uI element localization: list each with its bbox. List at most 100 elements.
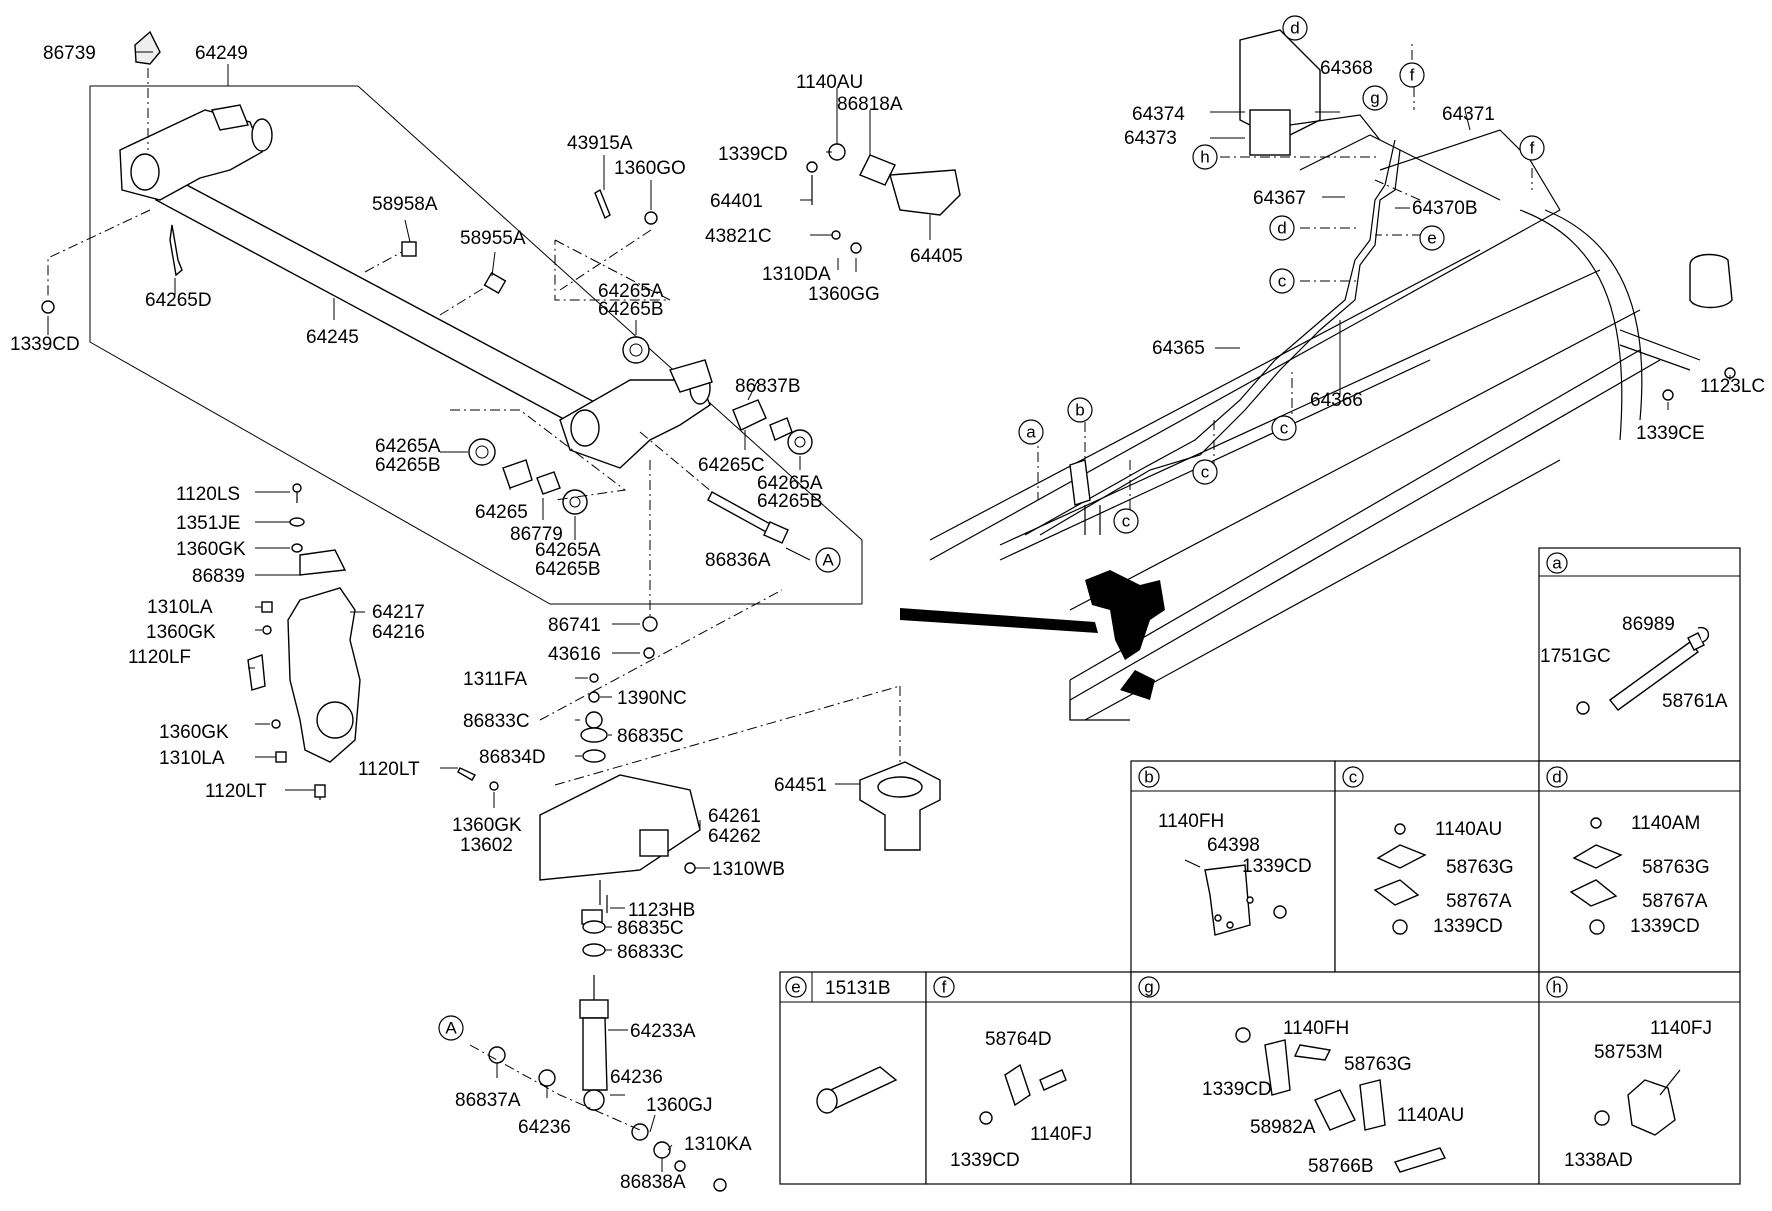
callout-1310WB: 1310WB [712, 859, 785, 880]
callout-86837B: 86837B [735, 376, 801, 397]
svg-text:e: e [1427, 229, 1436, 248]
leader-lines [47, 51, 1731, 1172]
callout-64370B: 64370B [1412, 198, 1478, 219]
svg-text:c: c [1201, 463, 1210, 482]
panel-g-label-58982A: 58982A [1250, 1117, 1316, 1138]
callout-1390NC: 1390NC [617, 688, 687, 709]
callout-1120LT-2: 1120LT [358, 759, 420, 780]
callout-64374: 64374 [1132, 104, 1185, 125]
marker-d-mid: d [1269, 215, 1295, 241]
panel-d-label-1339CD: 1339CD [1630, 916, 1700, 937]
callout-1311FA: 1311FA [463, 669, 527, 690]
callout-1310LA: 1310LA [147, 597, 213, 618]
callout-64249: 64249 [195, 43, 248, 64]
callout-86839: 86839 [192, 566, 245, 587]
svg-text:c: c [1280, 419, 1289, 438]
callout-1120LF: 1120LF [128, 647, 191, 668]
callout-64451: 64451 [774, 775, 827, 796]
callout-86837A: 86837A [455, 1090, 521, 1111]
callout-64265A-4: 64265A [535, 540, 601, 561]
callout-64373: 64373 [1124, 128, 1177, 149]
callout-43821C: 43821C [705, 226, 772, 247]
svg-text:c: c [1349, 768, 1358, 787]
callout-1360GJ: 1360GJ [646, 1095, 713, 1116]
callout-64265C: 64265C [698, 455, 765, 476]
marker-A-left: A [438, 1015, 464, 1041]
callout-86833C: 86833C [463, 711, 530, 732]
panel-g-label-58766B: 58766B [1308, 1156, 1374, 1177]
marker-f-top: f [1399, 62, 1425, 88]
marker-c-1: c [1113, 508, 1139, 534]
callout-64236-2: 64236 [518, 1117, 571, 1138]
detail-panel-f: f 58764D 1140FJ 1339CD [925, 971, 1132, 1185]
callout-86779: 86779 [510, 524, 563, 545]
svg-text:f: f [1530, 139, 1535, 158]
svg-text:d: d [1290, 19, 1299, 38]
svg-text:f: f [942, 978, 947, 997]
callout-64265B: 64265B [598, 299, 664, 320]
svg-text:g: g [1144, 978, 1153, 997]
marker-e: e [1419, 225, 1445, 251]
panel-c-label-58763G: 58763G [1446, 857, 1514, 878]
panel-f-label-1140FJ: 1140FJ [1030, 1124, 1092, 1145]
detail-panel-b: b 1140FH 64398 1339CD [1130, 760, 1336, 973]
svg-text:A: A [822, 551, 834, 570]
callout-86835C: 86835C [617, 726, 684, 747]
panel-b-label-1140FH: 1140FH [1158, 811, 1224, 832]
panel-a-label-1751GC: 1751GC [1540, 646, 1611, 667]
callout-64405: 64405 [910, 246, 963, 267]
callout-1360GK-4: 1360GK [452, 815, 522, 836]
svg-text:c: c [1278, 272, 1287, 291]
callout-64265A: 64265A [598, 281, 664, 302]
rail-section [1069, 700, 1130, 721]
callout-1310LA-2: 1310LA [159, 748, 225, 769]
marker-d-top: d [1282, 15, 1308, 41]
callout-labels: 86739 64249 1339CD 64265D 58958A 58955A … [10, 43, 1765, 1193]
callout-1360GK-3: 1360GK [159, 722, 229, 743]
callout-1120LT: 1120LT [205, 781, 267, 802]
svg-text:f: f [1410, 66, 1415, 85]
marker-A-right: A [815, 547, 841, 573]
callout-43616: 43616 [548, 644, 601, 665]
panel-b-label-1339CD: 1339CD [1242, 856, 1312, 877]
callout-1140AU: 1140AU [796, 72, 863, 93]
callout-64265B-4: 64265B [535, 559, 601, 580]
callout-64265: 64265 [475, 502, 528, 523]
svg-text:d: d [1277, 219, 1286, 238]
callout-64265B-3: 64265B [757, 491, 823, 512]
callout-1339CE: 1339CE [1636, 423, 1705, 444]
callout-13602: 13602 [460, 835, 513, 856]
marker-g: g [1362, 85, 1388, 111]
panel-h-label-1140FJ: 1140FJ [1650, 1018, 1712, 1039]
callout-1360GK-2: 1360GK [146, 622, 216, 643]
callout-64366: 64366 [1310, 390, 1363, 411]
svg-text:h: h [1200, 148, 1209, 167]
callout-1360GK: 1360GK [176, 539, 246, 560]
panel-c-label-1140AU: 1140AU [1435, 819, 1502, 840]
callout-86833C-2: 86833C [617, 942, 684, 963]
panel-g-label-58763G: 58763G [1344, 1054, 1412, 1075]
callout-1120LS: 1120LS [176, 484, 240, 505]
callout-86739: 86739 [43, 43, 96, 64]
callout-64245: 64245 [306, 327, 359, 348]
panel-a-label-86989: 86989 [1622, 614, 1675, 635]
axle-assembly [41, 30, 961, 605]
knuckle-assembly [247, 483, 361, 800]
panel-d-label-58763G: 58763G [1642, 857, 1710, 878]
marker-c-top: c [1269, 268, 1295, 294]
panel-h-label-1338AD: 1338AD [1564, 1150, 1633, 1171]
detail-panel-d: d 1140AM 58763G 58767A 1339CD [1538, 760, 1741, 973]
svg-text:c: c [1122, 512, 1131, 531]
callout-64216: 64216 [372, 622, 425, 643]
callout-64265B-2: 64265B [375, 455, 441, 476]
marker-b: b [1067, 397, 1093, 423]
callout-1339CD: 1339CD [10, 334, 80, 355]
marker-c-3: c [1271, 415, 1297, 441]
callout-1123HB: 1123HB [628, 900, 695, 921]
panel-f-label-58764D: 58764D [985, 1029, 1052, 1050]
marker-a: a [1018, 419, 1044, 445]
shock-assembly [457, 460, 941, 1192]
callout-58958A: 58958A [372, 194, 438, 215]
callout-64217: 64217 [372, 602, 425, 623]
